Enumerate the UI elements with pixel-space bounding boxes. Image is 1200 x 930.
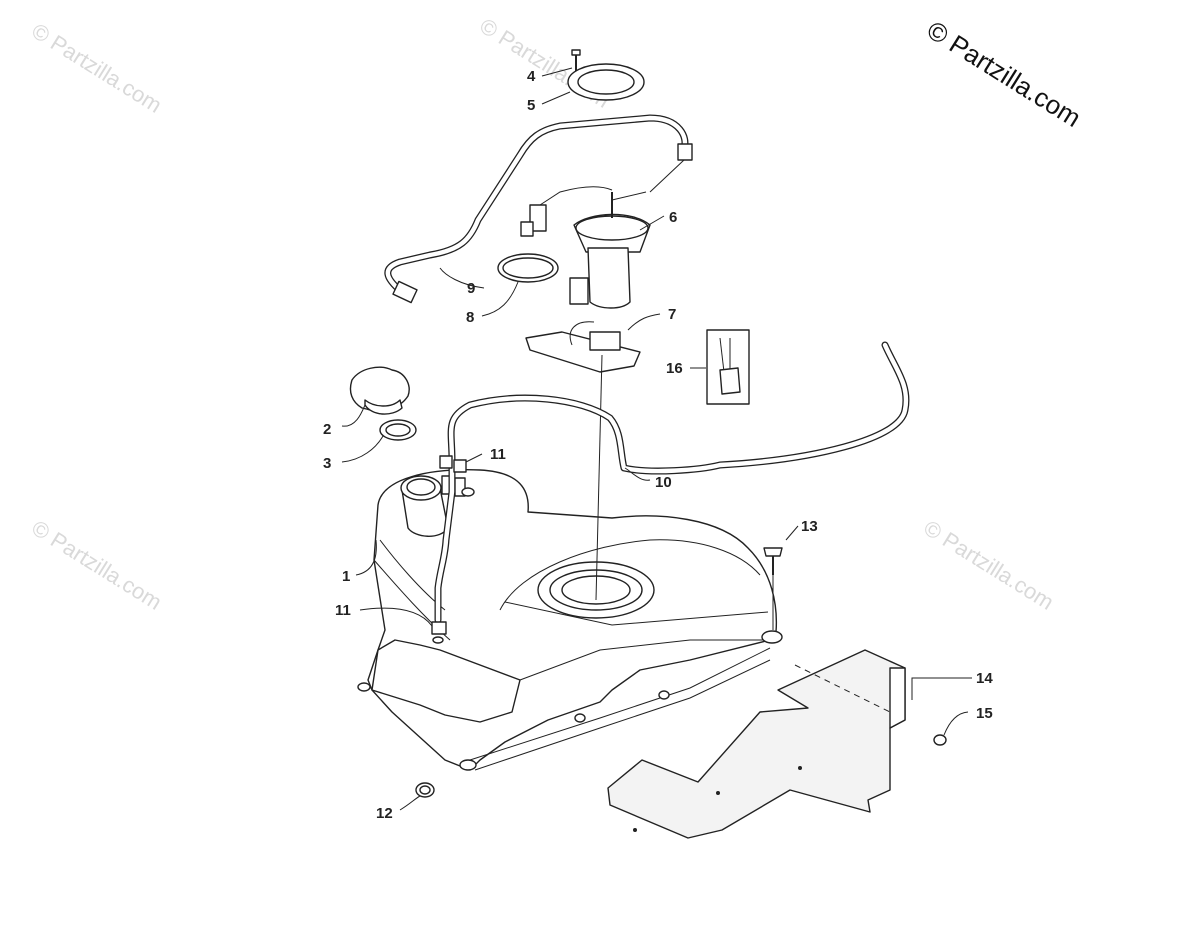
callout-14: 14 xyxy=(976,670,993,687)
cap-gasket xyxy=(379,419,417,441)
callout-11: 11 xyxy=(335,602,351,619)
callout-6: 6 xyxy=(669,209,677,226)
callout-1: 1 xyxy=(342,568,350,585)
callout-16: 16 xyxy=(666,360,683,377)
fuel-tank xyxy=(357,469,783,771)
callout-8: 8 xyxy=(466,309,474,326)
callout-15: 15 xyxy=(976,705,993,722)
clamp-upper xyxy=(439,455,467,473)
clamp-lower xyxy=(431,621,447,644)
callout-11: 11 xyxy=(490,446,506,463)
pump-gasket xyxy=(497,253,559,283)
callouts: 4 5 6 7 8 9 16 2 3 11 10 1 11 12 13 14 1… xyxy=(323,68,993,822)
bolt-13 xyxy=(763,547,783,630)
callout-4: 4 xyxy=(527,68,536,85)
mount-ring xyxy=(567,49,645,101)
watermark-faint: © Partzilla.com xyxy=(919,515,1058,615)
callout-12: 12 xyxy=(376,805,393,822)
callout-3: 3 xyxy=(323,455,331,472)
grommet xyxy=(415,782,435,798)
callout-13: 13 xyxy=(801,518,818,535)
heat-shield xyxy=(607,649,906,839)
callout-7: 7 xyxy=(668,306,676,323)
fuel-pump xyxy=(520,159,685,309)
watermark-faint: © Partzilla.com xyxy=(27,18,166,118)
watermark-faint: © Partzilla.com xyxy=(27,515,166,615)
fuel-line xyxy=(384,114,693,304)
gas-cap xyxy=(349,366,410,415)
callout-5: 5 xyxy=(527,97,535,114)
leader-lines xyxy=(341,67,972,811)
fuel-sender xyxy=(525,321,641,601)
screw-15 xyxy=(933,734,947,746)
callout-10: 10 xyxy=(655,474,672,491)
callout-9: 9 xyxy=(467,280,475,297)
sensor-inset xyxy=(706,329,750,405)
callout-2: 2 xyxy=(323,421,331,438)
watermark-main: © Partzilla.com xyxy=(922,15,1086,133)
